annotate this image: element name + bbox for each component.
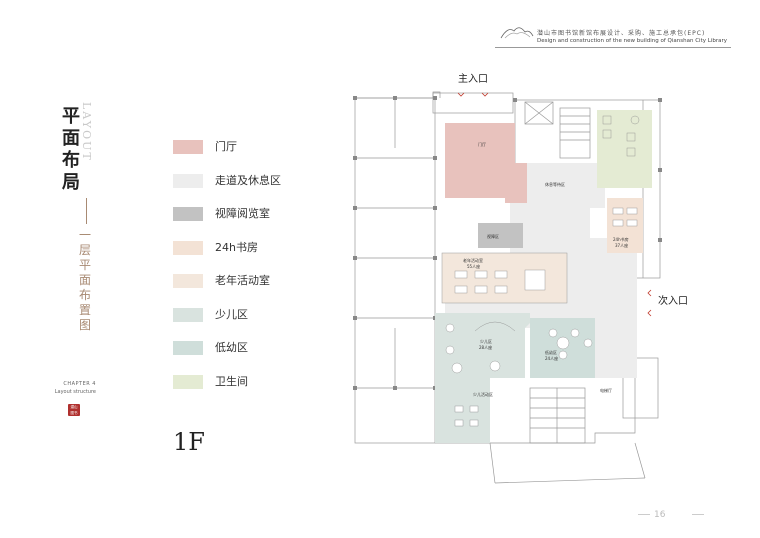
toddler-furniture: [548, 328, 593, 360]
floor-plan: 门厅 休息等待区 视障区 老年活动室 55人座 24h书房 37人座 少儿区 2…: [353, 91, 662, 484]
chapter-label: CHAPTER 4: [63, 381, 96, 387]
seal-stamp-icon: 潜山图书: [68, 404, 80, 416]
legend-label: 门厅: [215, 140, 237, 153]
legend-label: 老年活动室: [215, 274, 270, 287]
elderly-furniture: [454, 269, 546, 294]
side-entrance-arrow-icon: [647, 289, 652, 317]
legend-swatch: [173, 174, 203, 188]
legend-swatch: [173, 375, 203, 389]
room-24h-capacity: 37人座: [615, 242, 628, 248]
room-toddler-label: 低幼区: [545, 349, 557, 355]
legend-item-visual: 视障阅览室: [173, 207, 333, 223]
room-children-label: 少儿区: [480, 338, 492, 344]
legend-label: 走道及休息区: [215, 174, 281, 187]
legend-swatch: [173, 140, 203, 154]
library-logo-icon: [500, 27, 534, 39]
room-elderly-capacity: 55人座: [467, 263, 480, 269]
legend-label: 少儿区: [215, 308, 248, 321]
room-elevator-hall-label: 电梯厅: [600, 387, 612, 393]
legend-item-lobby: 门厅: [173, 140, 333, 156]
title-divider: [86, 198, 87, 224]
legend-label: 24h书房: [215, 241, 258, 254]
legend-swatch: [173, 207, 203, 221]
toilet-fixtures: [602, 115, 640, 157]
room-toddler-capacity: 24人座: [545, 355, 558, 361]
legend-item-elderly: 老年活动室: [173, 274, 333, 290]
legend-item-24h: 24h书房: [173, 241, 333, 257]
room-children-act-label: 少儿活动区: [473, 391, 493, 397]
side-entrance-label: 次入口: [658, 296, 688, 307]
page-number-line-left: [638, 514, 650, 515]
page-title: 平面布局: [62, 106, 80, 193]
legend-swatch: [173, 308, 203, 322]
page-title-en: LAYOUT: [80, 102, 93, 162]
header-title-en: Design and construction of the new build…: [537, 38, 727, 44]
legend-swatch: [173, 241, 203, 255]
legend-item-toddler: 低幼区: [173, 341, 333, 357]
room-lobby-label: 门厅: [478, 141, 486, 147]
header-divider: [495, 47, 731, 48]
legend-item-corridor: 走道及休息区: [173, 174, 333, 190]
legend-swatch: [173, 341, 203, 355]
header-title-cn: 潜山市图书馆新馆布展设计、采购、施工总承包(EPC): [537, 30, 706, 37]
room-children-capacity: 28人座: [479, 344, 492, 350]
legend-label: 低幼区: [215, 341, 248, 354]
room-visual-label: 视障区: [487, 233, 499, 239]
page-number: 16: [654, 510, 666, 520]
legend-label: 视障阅览室: [215, 207, 270, 220]
children-furniture: [445, 321, 516, 427]
room-rest-label: 休息等待区: [545, 181, 565, 187]
floor-label: 1F: [173, 428, 205, 456]
legend-item-toilet: 卫生间: [173, 375, 333, 391]
legend-label: 卫生间: [215, 375, 248, 388]
page-subtitle: 一层平面布置图: [79, 228, 92, 332]
main-entrance-arrow-icon: [457, 92, 489, 97]
page-number-line-right: [692, 514, 704, 515]
legend-swatch: [173, 274, 203, 288]
room-24h-label: 24h书房: [613, 236, 629, 242]
zone-visual: [478, 223, 523, 248]
study-furniture: [612, 207, 638, 227]
chapter-sub-label: Layout structure: [54, 389, 96, 395]
legend-item-children: 少儿区: [173, 308, 333, 324]
zone-toilet: [597, 110, 652, 188]
zone-lobby: [445, 123, 527, 203]
zone-children: [435, 313, 530, 443]
room-elderly-label: 老年活动室: [463, 257, 483, 263]
main-entrance-label: 主入口: [458, 74, 488, 85]
